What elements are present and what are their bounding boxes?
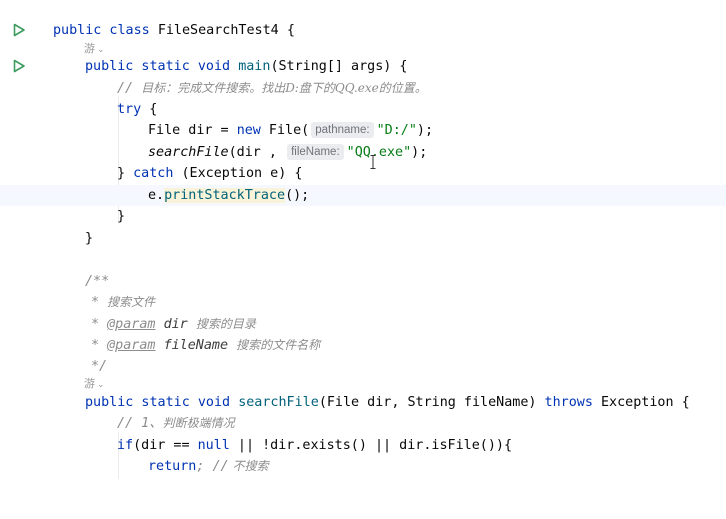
- author-name: 游: [84, 378, 95, 390]
- keyword: catch: [133, 166, 174, 181]
- keyword: public static void: [85, 395, 231, 410]
- keyword: null: [197, 438, 230, 453]
- code-line-class[interactable]: public class FileSearchTest4 {: [0, 20, 726, 41]
- author-hint[interactable]: 游⌄: [84, 40, 105, 58]
- javadoc-text: 搜索的目录: [195, 317, 256, 331]
- javadoc-tag: @param: [107, 338, 156, 353]
- keyword: return: [148, 459, 197, 474]
- code-line-if[interactable]: if(dir == null || !dir.exists() || dir.i…: [0, 435, 726, 456]
- brace: }: [85, 231, 94, 246]
- code-editor[interactable]: public class FileSearchTest4 { 游⌄ public…: [0, 0, 726, 479]
- brace: {: [149, 102, 158, 117]
- code-text: (dir ,: [228, 145, 277, 160]
- code-line-javadoc-param-filename[interactable]: * @param fileName 搜索的文件名称: [0, 335, 726, 356]
- method-name: searchFile: [238, 395, 319, 410]
- code-line-javadoc-param-dir[interactable]: * @param dir 搜索的目录: [0, 314, 726, 335]
- code-line-print-stack[interactable]: e.printStackTrace();: [0, 185, 726, 206]
- code-line-comment-edge[interactable]: // 1、判断极端情况: [0, 413, 726, 434]
- code-line-comment-goal[interactable]: // 目标：完成文件搜索。找出D:盘下的QQ.exe的位置。: [0, 78, 726, 99]
- code-text: );: [411, 145, 428, 160]
- code-text: );: [416, 123, 434, 138]
- string-literal: "QQ.exe": [346, 145, 412, 160]
- comment-text: 目标：完成文件搜索。找出D:盘下的QQ.exe的位置。: [141, 81, 427, 95]
- code-text: File(: [260, 123, 310, 138]
- code-text: Exception {: [600, 395, 690, 410]
- code-text: }: [117, 166, 134, 181]
- javadoc-star: *: [91, 317, 100, 332]
- author-hint[interactable]: 游⌄: [84, 375, 105, 393]
- string-literal: "D:/": [376, 123, 417, 138]
- keyword: try: [117, 102, 142, 117]
- method-call: searchFile: [148, 145, 229, 160]
- code-line-return[interactable]: return; // 不搜索: [0, 456, 726, 477]
- code-line-close-outer[interactable]: }: [0, 228, 726, 249]
- keyword: public class: [53, 23, 150, 38]
- code-text: || !dir.exists() || dir.isFile()){: [229, 438, 513, 453]
- class-name: FileSearchTest4: [157, 23, 279, 38]
- run-class-icon[interactable]: [12, 23, 26, 37]
- code-text: e.: [148, 188, 165, 203]
- code-line-try[interactable]: try {: [0, 99, 726, 120]
- run-main-icon[interactable]: [12, 59, 26, 73]
- javadoc-star: *: [91, 295, 100, 310]
- code-line-javadoc-desc[interactable]: * 搜索文件: [0, 292, 726, 313]
- javadoc-param-name: dir: [163, 317, 188, 332]
- code-text: (dir ==: [133, 438, 198, 453]
- brace: {: [286, 23, 295, 38]
- param-hint: pathname:: [311, 122, 374, 138]
- editor-gutter: [0, 0, 46, 479]
- code-line-javadoc-open[interactable]: /**: [0, 271, 726, 292]
- comment-slashes: // 1、: [117, 416, 163, 431]
- author-name: 游: [84, 43, 95, 55]
- keyword: throws: [544, 395, 593, 410]
- indent-guide: [118, 432, 119, 479]
- brace: }: [117, 209, 126, 224]
- code-line-javadoc-close[interactable]: */: [0, 356, 726, 377]
- code-text: (Exception e) {: [173, 166, 303, 181]
- code-line-search-call[interactable]: searchFile(dir , fileName:"QQ.exe");: [0, 142, 726, 163]
- javadoc-text: 搜索的文件名称: [236, 338, 321, 352]
- params: (File dir, String fileName): [318, 395, 537, 410]
- keyword: if: [117, 438, 134, 453]
- javadoc-text: 搜索文件: [107, 295, 156, 309]
- text-cursor-icon: [370, 155, 376, 169]
- javadoc-close: */: [91, 359, 108, 374]
- javadoc-param-name: fileName: [163, 338, 229, 353]
- code-text: File dir =: [148, 123, 237, 138]
- keyword: public static void: [85, 59, 231, 74]
- code-line-catch[interactable]: } catch (Exception e) {: [0, 163, 726, 184]
- method-call-highlighted: printStackTrace: [164, 188, 286, 203]
- comment-slashes: //: [117, 81, 134, 96]
- javadoc-tag: @param: [107, 317, 156, 332]
- javadoc-star: *: [91, 338, 100, 353]
- method-name: main: [238, 59, 271, 74]
- comment-slashes: ; //: [196, 459, 229, 474]
- params: (String[] args) {: [270, 59, 408, 74]
- code-line-file-dir[interactable]: File dir = new File(pathname:"D:/");: [0, 120, 726, 141]
- param-hint: fileName:: [287, 144, 344, 160]
- javadoc-open: /**: [85, 274, 110, 289]
- code-text: ();: [285, 188, 310, 203]
- author-chevron-icon: ⌄: [97, 379, 105, 389]
- code-line-main[interactable]: public static void main(String[] args) {: [0, 56, 726, 77]
- author-chevron-icon: ⌄: [97, 44, 105, 54]
- code-line-search-decl[interactable]: public static void searchFile(File dir, …: [0, 392, 726, 413]
- indent-guide: [118, 96, 119, 222]
- comment-text: 判断极端情况: [162, 416, 235, 430]
- code-line-close-inner[interactable]: }: [0, 206, 726, 227]
- comment-text: 不搜索: [228, 459, 269, 473]
- keyword: new: [236, 123, 261, 138]
